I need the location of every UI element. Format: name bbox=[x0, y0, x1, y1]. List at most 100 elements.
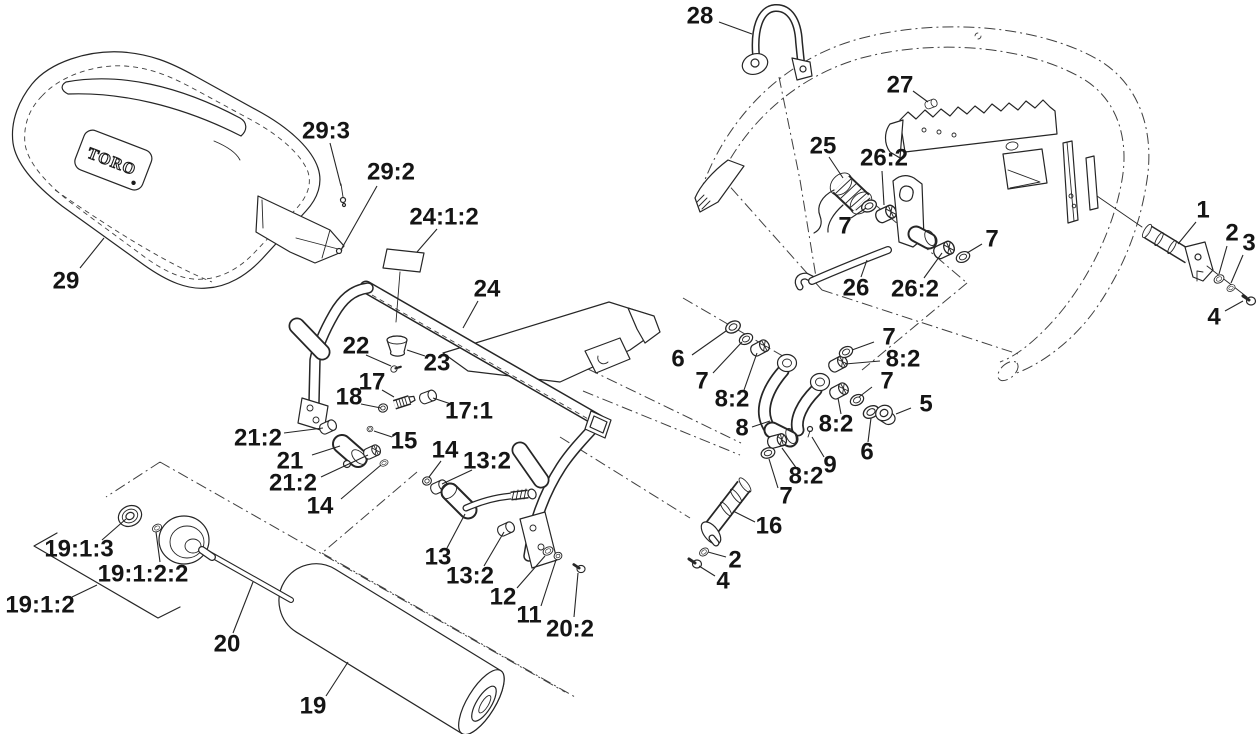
leader-6 bbox=[691, 330, 727, 356]
leader-20-2 bbox=[573, 572, 579, 618]
leader-11 bbox=[540, 559, 557, 607]
leader-2 bbox=[707, 551, 727, 558]
leader-17 bbox=[381, 389, 395, 398]
leader-6 bbox=[867, 417, 872, 443]
callout-8: 8 bbox=[735, 415, 748, 442]
leader-16 bbox=[732, 510, 756, 523]
toro-cover: TORO bbox=[11, 51, 347, 289]
callout-17-1: 17:1 bbox=[445, 398, 493, 425]
leader-7 bbox=[851, 341, 875, 351]
caster-yoke-cluster bbox=[722, 317, 896, 461]
leader-19 bbox=[325, 661, 349, 697]
decal-24-1-2 bbox=[382, 248, 425, 273]
callout-4: 4 bbox=[1207, 304, 1221, 331]
callout-8-2: 8:2 bbox=[789, 463, 824, 490]
callout-3: 3 bbox=[1242, 230, 1255, 257]
callout-7: 7 bbox=[880, 368, 893, 395]
cover-screw bbox=[339, 183, 347, 208]
callout-15: 15 bbox=[391, 428, 418, 455]
leader-8 bbox=[751, 420, 771, 428]
leader-8-2 bbox=[781, 447, 798, 470]
callout-8-2: 8:2 bbox=[886, 346, 921, 373]
bolt-4-pin1 bbox=[1241, 294, 1257, 307]
leader-4 bbox=[1224, 300, 1244, 312]
callout-20: 20 bbox=[214, 631, 241, 658]
leader-7 bbox=[850, 207, 867, 219]
leader-7 bbox=[712, 341, 743, 374]
leader-19-1-2-2 bbox=[155, 531, 161, 563]
plunger-17 bbox=[392, 395, 416, 410]
yoke-8 bbox=[757, 353, 831, 448]
callout-9: 9 bbox=[823, 452, 836, 479]
bearing-19-1-3 bbox=[117, 504, 143, 528]
leader-29-2 bbox=[341, 185, 378, 249]
leader-25 bbox=[828, 156, 844, 179]
callout-18: 18 bbox=[336, 384, 363, 411]
leader-24-1-2 bbox=[416, 228, 438, 253]
washer-3-pin1 bbox=[1225, 282, 1237, 294]
leader-2 bbox=[1218, 245, 1228, 275]
leader-8-2 bbox=[837, 397, 842, 415]
callout-24-1-2: 24:1:2 bbox=[409, 204, 478, 231]
height-adjust-bracket bbox=[884, 97, 1099, 224]
lever-26 bbox=[794, 175, 938, 291]
leader-13 bbox=[446, 513, 466, 549]
callout-25: 25 bbox=[810, 133, 837, 160]
callout-14: 14 bbox=[307, 493, 334, 520]
leader-4 bbox=[698, 565, 716, 577]
leader-27 bbox=[912, 90, 929, 103]
bearing-8-2-right bbox=[827, 380, 851, 402]
leader-18 bbox=[360, 403, 382, 409]
callout-19-1-3: 19:1:3 bbox=[44, 536, 113, 563]
cap-23 bbox=[386, 335, 408, 357]
subassembly-bracket-19-1-2 bbox=[33, 532, 181, 619]
leader-7 bbox=[966, 243, 983, 254]
callout-26: 26 bbox=[843, 275, 870, 302]
screw-22 bbox=[388, 361, 402, 376]
callout-19-1-2-2: 19:1:2:2 bbox=[98, 561, 189, 588]
leader-7 bbox=[768, 458, 779, 489]
leader-29-3 bbox=[329, 142, 342, 187]
leader-15 bbox=[373, 430, 393, 438]
callouts-layer: 2929:329:224:1:2242223171817:121:22121:2… bbox=[5, 3, 1255, 720]
leader-29 bbox=[79, 237, 105, 269]
callout-23: 23 bbox=[424, 350, 451, 377]
leader-20 bbox=[232, 581, 254, 634]
leader-19-1-3 bbox=[101, 518, 127, 541]
callout-24: 24 bbox=[474, 276, 501, 303]
callout-11: 11 bbox=[516, 602, 541, 629]
hub-19-1-2 bbox=[158, 515, 216, 565]
lift-arm-parts bbox=[420, 474, 587, 574]
callout-26-2: 26:2 bbox=[860, 145, 908, 172]
bushing-13-2-lower bbox=[495, 519, 517, 539]
deflector-reference bbox=[694, 159, 745, 213]
callout-29-2: 29:2 bbox=[367, 159, 415, 186]
leader-8-2 bbox=[844, 360, 881, 365]
callout-16: 16 bbox=[756, 513, 783, 540]
bushing-17-1 bbox=[417, 388, 439, 406]
callout-7: 7 bbox=[838, 213, 851, 240]
leader-1 bbox=[1177, 221, 1197, 245]
callout-12: 12 bbox=[490, 584, 517, 611]
callout-7: 7 bbox=[695, 368, 708, 395]
callout-6: 6 bbox=[860, 439, 873, 466]
leader-5 bbox=[895, 407, 912, 415]
leader-7 bbox=[858, 386, 873, 398]
callout-2: 2 bbox=[728, 547, 741, 574]
callout-7: 7 bbox=[882, 324, 895, 351]
callout-7: 7 bbox=[779, 483, 792, 510]
toro-logo-plate: TORO bbox=[74, 129, 153, 191]
leader-13-2 bbox=[483, 531, 505, 567]
leader-21 bbox=[311, 445, 341, 456]
callout-8-2: 8:2 bbox=[819, 411, 854, 438]
callout-13-2: 13:2 bbox=[463, 448, 511, 475]
leader-14 bbox=[340, 464, 382, 500]
spring-25 bbox=[813, 172, 873, 234]
leader-19-1-2 bbox=[71, 584, 98, 598]
callout-27: 27 bbox=[887, 72, 914, 99]
arm-13 bbox=[440, 482, 537, 520]
callout-5: 5 bbox=[919, 391, 932, 418]
leader-14 bbox=[428, 460, 442, 478]
